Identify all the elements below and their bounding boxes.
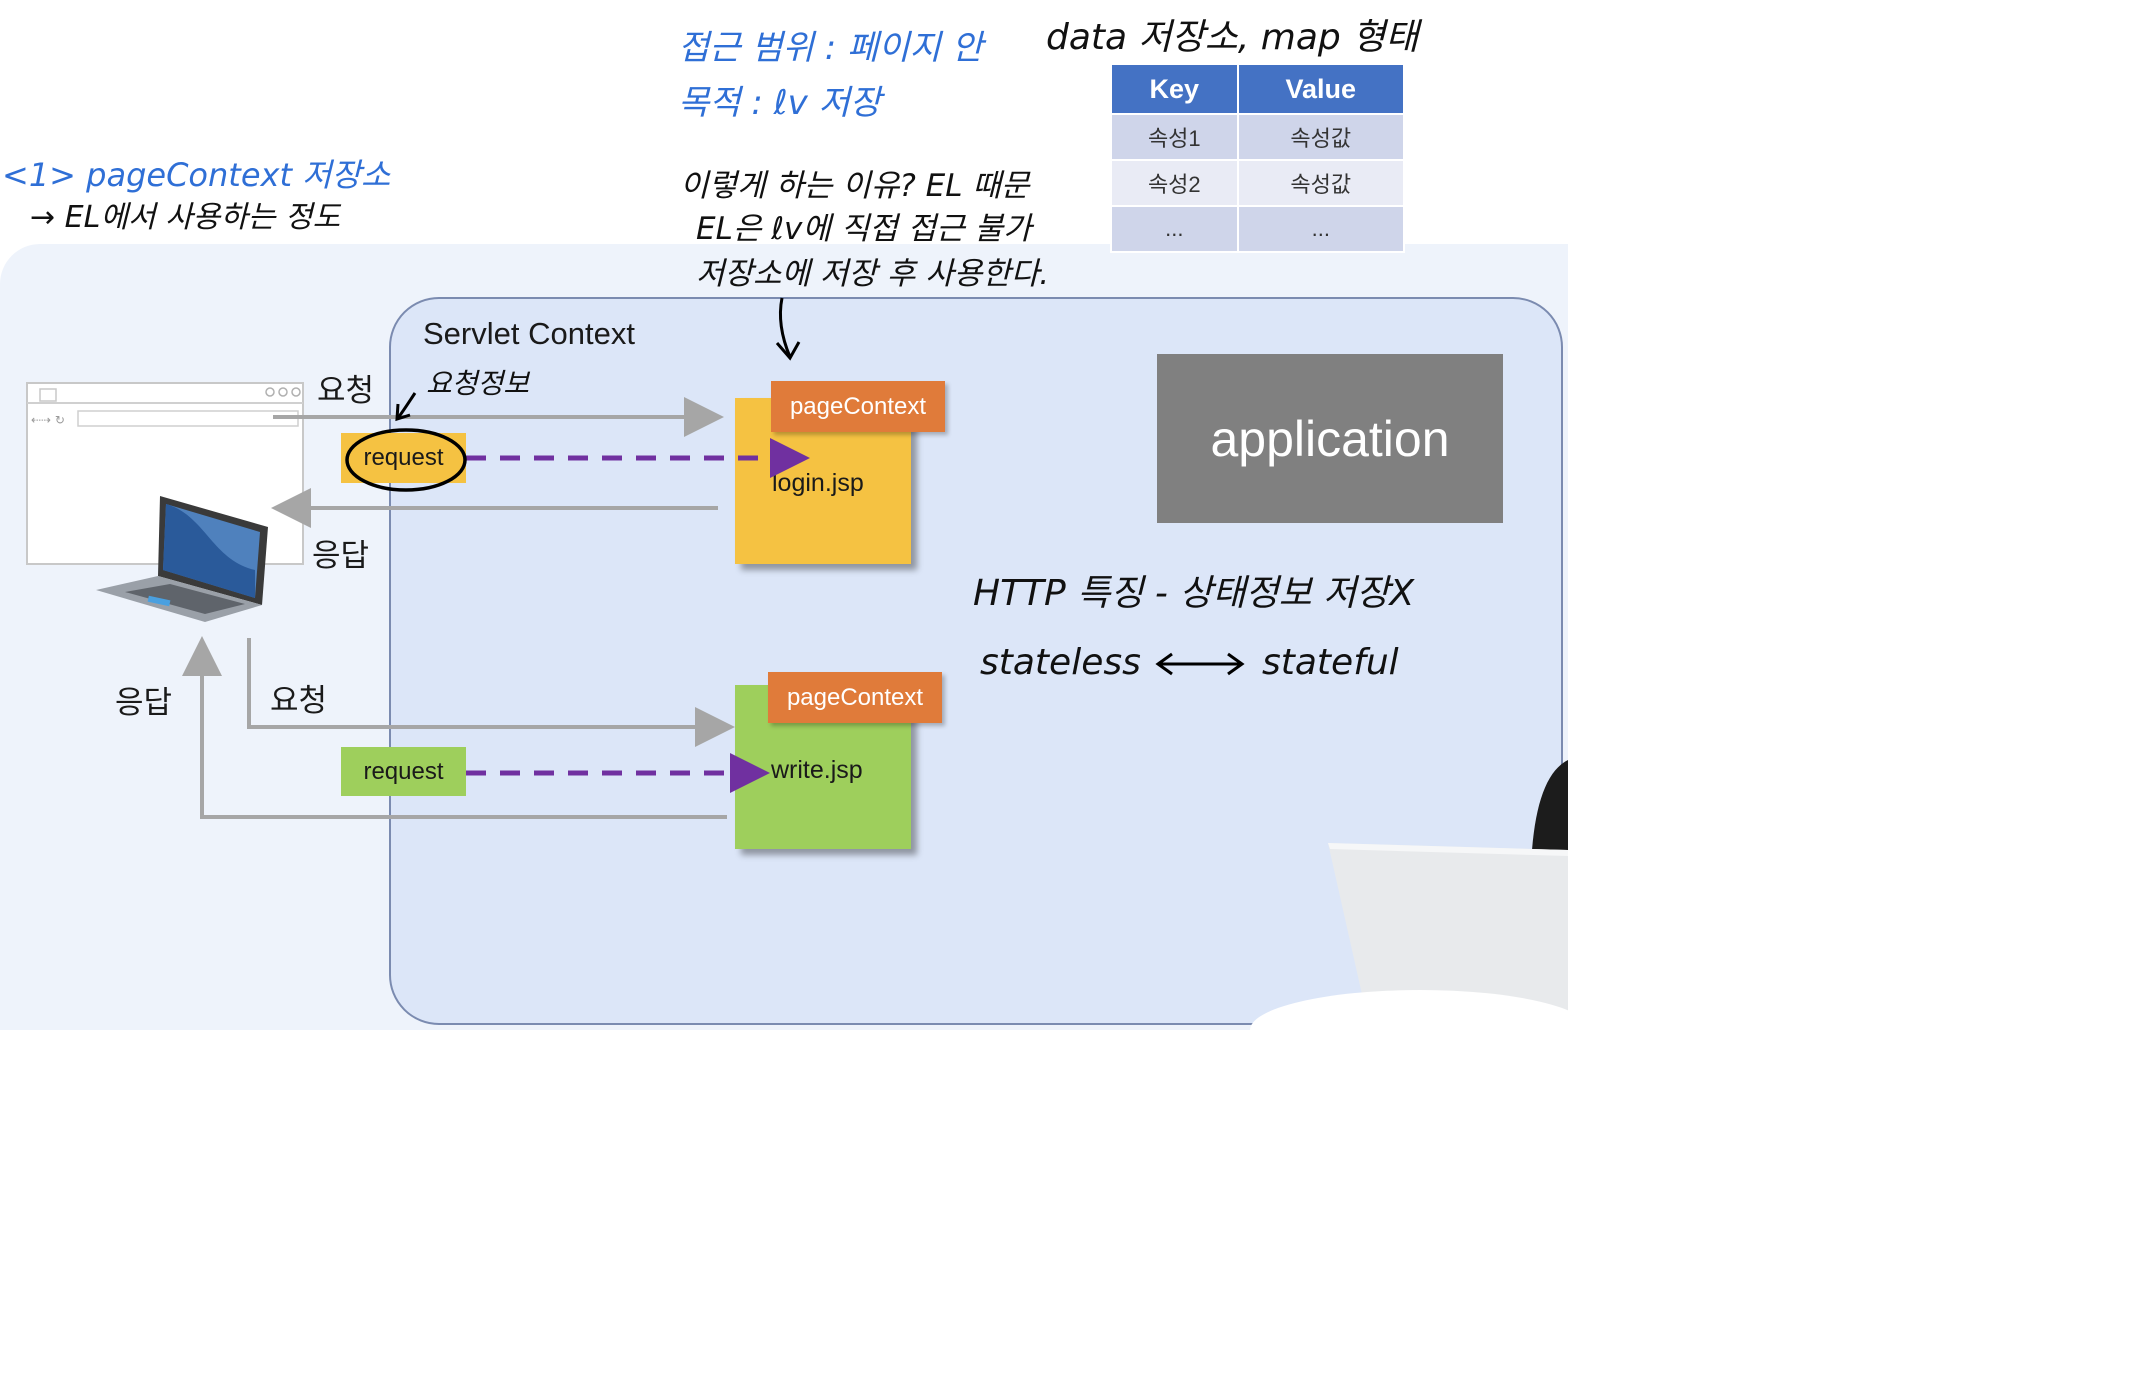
table-cell: 속성1 bbox=[1110, 113, 1239, 161]
note-purpose: 목적 : ℓv 저장 bbox=[678, 83, 882, 123]
note-reason-2: EL은 ℓv에 직접 접근 불가 bbox=[696, 211, 1032, 247]
svg-text:⇠⇢ ↻: ⇠⇢ ↻ bbox=[31, 413, 65, 427]
note-pagecontext-sub: → EL에서 사용하는 정도 bbox=[30, 200, 341, 235]
table-header-key: Key bbox=[1110, 63, 1239, 115]
table-header-value: Value bbox=[1236, 63, 1406, 115]
pagecontext-tag-bottom: pageContext bbox=[768, 672, 942, 723]
table-cell: 속성값 bbox=[1236, 113, 1406, 161]
note-stateless: stateless bbox=[980, 642, 1141, 683]
table-cell: ... bbox=[1236, 205, 1406, 253]
table-cell: 속성2 bbox=[1110, 159, 1239, 207]
note-stateful: stateful bbox=[1262, 642, 1399, 683]
diagram-graphics: ⇠⇢ ↻ bbox=[26, 297, 1568, 1030]
write-jsp-label: write.jsp bbox=[771, 756, 863, 784]
note-reason-3: 저장소에 저장 후 사용한다. bbox=[696, 256, 1050, 292]
note-request-info: 요청정보 bbox=[426, 367, 530, 400]
note-storage-heading: data 저장소, map 형태 bbox=[1046, 17, 1419, 58]
label-response-top: 응답 bbox=[312, 538, 370, 573]
label-response-bottom: 응답 bbox=[115, 685, 173, 720]
note-http-feature: HTTP 특징 - 상태정보 저장X bbox=[973, 573, 1415, 614]
application-box: application bbox=[1157, 354, 1503, 523]
table-cell: 속성값 bbox=[1236, 159, 1406, 207]
request-box-bottom: request bbox=[341, 747, 466, 796]
note-pagecontext-title: <1> pageContext 저장소 bbox=[2, 156, 391, 194]
label-request-top: 요청 bbox=[317, 373, 375, 408]
pagecontext-tag-top: pageContext bbox=[771, 381, 945, 432]
laptop-icon bbox=[96, 496, 268, 622]
servlet-context-label: Servlet Context bbox=[423, 316, 635, 351]
note-scope: 접근 범위 : 페이지 안 bbox=[678, 28, 983, 68]
label-request-bottom: 요청 bbox=[270, 683, 328, 718]
table-cell: ... bbox=[1110, 205, 1239, 253]
note-reason-1: 이렇게 하는 이유? EL 때문 bbox=[680, 168, 1030, 204]
key-value-table: Key Value 속성1 속성값 속성2 속성값 ... ... bbox=[1110, 63, 1406, 253]
